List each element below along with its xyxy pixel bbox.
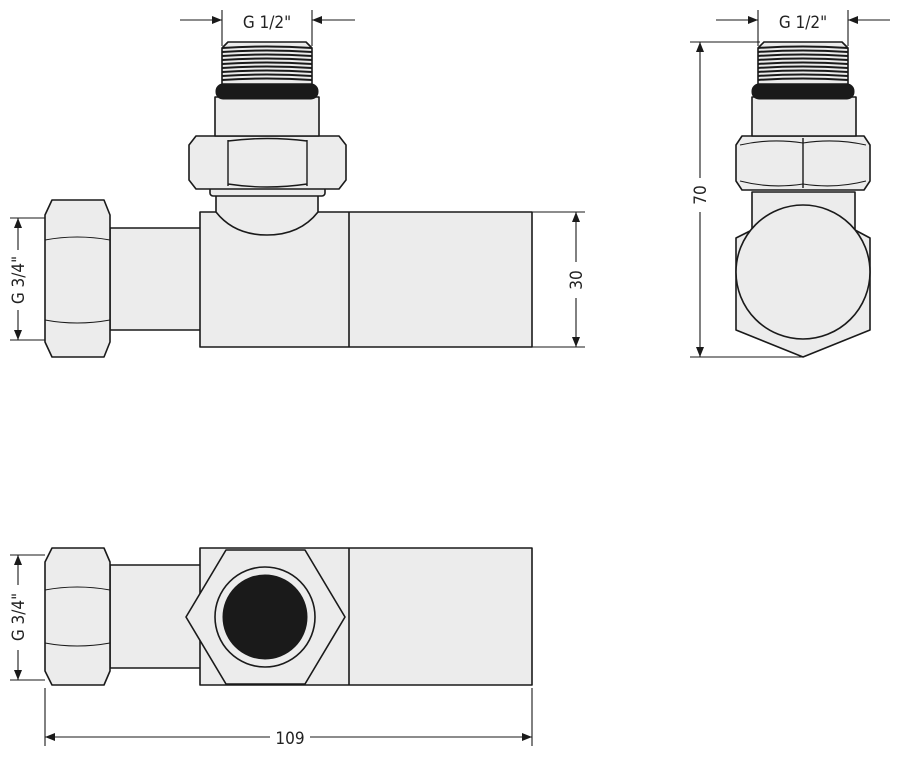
- side-thread: [757, 41, 849, 85]
- dim-length-109: 109: [44, 688, 533, 749]
- thread-line: [757, 45, 849, 49]
- side-o-ring: [751, 83, 855, 100]
- inlet-nut: [44, 199, 111, 358]
- thread-line: [221, 53, 313, 57]
- thread-line: [757, 53, 849, 57]
- dim-thread-side: G 1/2": [716, 10, 890, 46]
- thread-line: [221, 61, 313, 65]
- top-inlet-size-label: G 3/4": [9, 593, 29, 641]
- height-70-label: 70: [691, 185, 711, 204]
- thread-line: [221, 73, 313, 77]
- side-view: [735, 41, 871, 358]
- inlet-pipe: [109, 227, 203, 331]
- side-cap: [735, 204, 871, 340]
- dim-inlet-top: G 3/4": [9, 554, 45, 681]
- thread-line: [757, 69, 849, 73]
- thread-line: [757, 57, 849, 61]
- thread-line: [757, 65, 849, 69]
- thread-line: [757, 73, 849, 77]
- dim-height-30: 30: [532, 211, 587, 348]
- thread-line: [221, 45, 313, 49]
- front-view: [44, 41, 533, 358]
- top-inlet-nut: [44, 547, 111, 686]
- thread: [221, 41, 313, 85]
- side-thread-size-label: G 1/2": [779, 13, 827, 33]
- thread-line: [221, 49, 313, 53]
- top-view: [44, 547, 533, 686]
- top-outlet-opening: [222, 574, 308, 660]
- side-neck: [751, 96, 857, 137]
- dim-inlet-front: G 3/4": [9, 217, 45, 341]
- union-nut: [188, 135, 347, 190]
- thread-line: [221, 57, 313, 61]
- thread-line: [757, 49, 849, 53]
- height-30-label: 30: [567, 270, 587, 289]
- thread-size-label: G 1/2": [243, 13, 291, 33]
- dim-thread-front: G 1/2": [180, 10, 355, 46]
- thread-line: [221, 77, 313, 81]
- side-union-nut: [735, 135, 871, 191]
- dim-height-70: 70: [690, 41, 803, 358]
- thread-line: [757, 77, 849, 81]
- thread-line: [221, 69, 313, 73]
- o-ring: [215, 83, 319, 100]
- thread-line: [221, 65, 313, 69]
- neck-connector: [215, 194, 319, 236]
- length-109-label: 109: [275, 729, 304, 749]
- inlet-size-label: G 3/4": [9, 256, 29, 304]
- thread-line: [757, 61, 849, 65]
- neck: [214, 96, 320, 137]
